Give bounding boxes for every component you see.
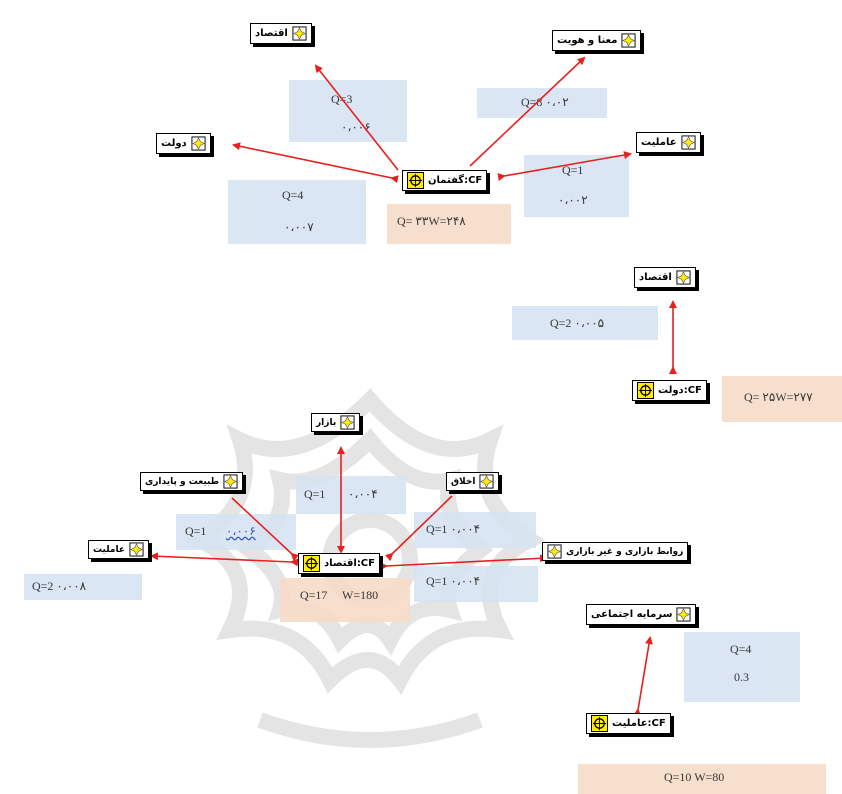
- node-ameliyat-top[interactable]: عاملیت: [636, 132, 701, 153]
- node-label: عاملیت: [641, 137, 677, 148]
- arrow-akhlagh: [384, 495, 453, 562]
- node-label: اقتصاد:CF: [324, 558, 375, 569]
- stat-q: Q=4: [282, 188, 304, 202]
- node-label: معنا و هویت: [557, 35, 618, 46]
- arrow-center-mana: [469, 56, 586, 167]
- node-sarmaye[interactable]: سرمایه اجتماعی: [586, 604, 697, 625]
- stat-tabiat-link: Q=1 ۰،۰۰۶: [176, 514, 296, 550]
- stat-q-value: Q=2 ۰،۰۰۸: [32, 579, 87, 593]
- node-akhlagh[interactable]: اخلاق: [446, 472, 500, 491]
- ornament-icon: [129, 542, 144, 557]
- stat-mid-link: Q=2 ۰،۰۰۵: [512, 306, 658, 340]
- stat-ameliyat-cf: Q=10 W=80: [578, 764, 826, 794]
- ornament-icon: [681, 135, 696, 150]
- node-dolat-mid[interactable]: دولت:CF: [632, 380, 707, 401]
- stat-dolat-link: Q=4 ۰،۰۰۷: [228, 180, 366, 244]
- node-label: بازار: [316, 417, 337, 428]
- cf-ornament-icon: [303, 555, 320, 572]
- stat-value: ۰،۰۰۲: [558, 193, 588, 207]
- stat-q: Q=1: [304, 487, 326, 501]
- node-bazar[interactable]: بازار: [311, 413, 361, 432]
- stat-mid-center: Q= ۲۵W=۲۷۷: [722, 376, 842, 422]
- node-tabiat[interactable]: طبیعت و پایداری: [140, 472, 244, 491]
- ornament-icon: [479, 474, 494, 489]
- ornament-icon: [191, 136, 206, 151]
- stat-w: W=180: [342, 588, 379, 602]
- node-label: عاملیت: [93, 544, 125, 555]
- ornament-icon: [676, 270, 691, 285]
- stat-ravabet-link: Q=1 ۰،۰۰۴: [414, 566, 538, 602]
- node-ravabet[interactable]: روابط بازاری و غیر بازاری: [542, 542, 689, 561]
- cf-ornament-icon: [407, 172, 424, 189]
- cf-ornament-icon: [637, 382, 654, 399]
- stat-top-center: Q= ۳۳W=۲۴۸: [387, 204, 511, 244]
- ornament-icon: [676, 607, 691, 622]
- cf-ornament-icon: [591, 715, 608, 732]
- node-label: سرمایه اجتماعی: [591, 609, 673, 620]
- stat-q-w: Q= ۲۵W=۲۷۷: [744, 390, 813, 404]
- node-eqtesad-mid[interactable]: اقتصاد: [634, 267, 696, 288]
- arrow-ravabet: [379, 554, 548, 571]
- arrow-tabiat: [231, 497, 300, 562]
- stat-bot-center: Q=17 W=180: [280, 578, 410, 622]
- node-eqtesad-top[interactable]: اقتصاد: [250, 23, 312, 44]
- stat-q-value: Q=2 ۰،۰۰۵: [550, 316, 605, 330]
- stat-value: ۰،۰۰۶: [226, 524, 256, 538]
- ornament-icon: [547, 544, 562, 559]
- stat-amelit-link: Q=2 ۰،۰۰۸: [24, 574, 142, 600]
- stat-q-w: Q= ۳۳W=۲۴۸: [397, 214, 466, 228]
- ornament-icon: [340, 415, 355, 430]
- stat-q-value: Q=1 ۰،۰۰۴: [426, 574, 481, 588]
- stat-q-w: Q=10 W=80: [664, 770, 725, 784]
- arrow-center-ameliyat: [497, 151, 632, 181]
- node-label: عاملیت:CF: [612, 718, 666, 729]
- node-label: طبیعت و پایداری: [145, 476, 220, 487]
- node-dolat-top[interactable]: دولت: [156, 133, 211, 154]
- node-label: اقتصاد: [639, 272, 672, 283]
- node-label: دولت:CF: [658, 385, 702, 396]
- ornament-icon: [621, 33, 636, 48]
- stat-q: Q=17: [300, 588, 328, 602]
- stat-value: ۰،۰۰۷: [284, 220, 314, 234]
- stat-value: ۰،۰۰۶: [341, 120, 371, 134]
- stat-q: Q=1: [185, 524, 207, 538]
- node-label: اقتصاد: [255, 28, 288, 39]
- stat-eqtesad-link: Q=3 ۰،۰۰۶: [289, 80, 407, 142]
- node-center-top[interactable]: گفتمان:CF: [402, 170, 488, 191]
- stat-q: Q=4: [730, 642, 752, 656]
- arrow-center-eqtesad: [314, 64, 399, 171]
- stat-mana-link: Q=8 ۰،۰۲: [477, 88, 607, 118]
- node-label: دولت: [161, 138, 187, 149]
- node-amelit[interactable]: عاملیت: [88, 540, 149, 559]
- stat-value: ۰،۰۰۴: [348, 487, 378, 501]
- stat-value: 0.3: [734, 670, 749, 684]
- stat-akhlagh-link: Q=1 ۰،۰۰۴: [414, 512, 536, 548]
- stat-sarmaye-link: Q=4 0.3: [684, 632, 800, 702]
- node-label: گفتمان:CF: [428, 175, 483, 186]
- ornament-icon: [292, 26, 307, 41]
- arrow-amelit: [150, 552, 299, 567]
- node-mana-top[interactable]: معنا و هویت: [552, 30, 642, 51]
- arrow-center-dolat: [232, 142, 399, 184]
- node-ameliyat-cf[interactable]: عاملیت:CF: [586, 713, 671, 734]
- arrow-sarmaye: [633, 636, 653, 717]
- node-label: اخلاق: [451, 476, 476, 487]
- stat-q-value: Q=1 ۰،۰۰۴: [426, 522, 481, 536]
- ornament-icon: [223, 474, 238, 489]
- node-label: روابط بازاری و غیر بازاری: [566, 546, 684, 557]
- stat-bazar-link: Q=1 ۰،۰۰۴: [296, 476, 406, 514]
- node-center-bot[interactable]: اقتصاد:CF: [298, 553, 380, 574]
